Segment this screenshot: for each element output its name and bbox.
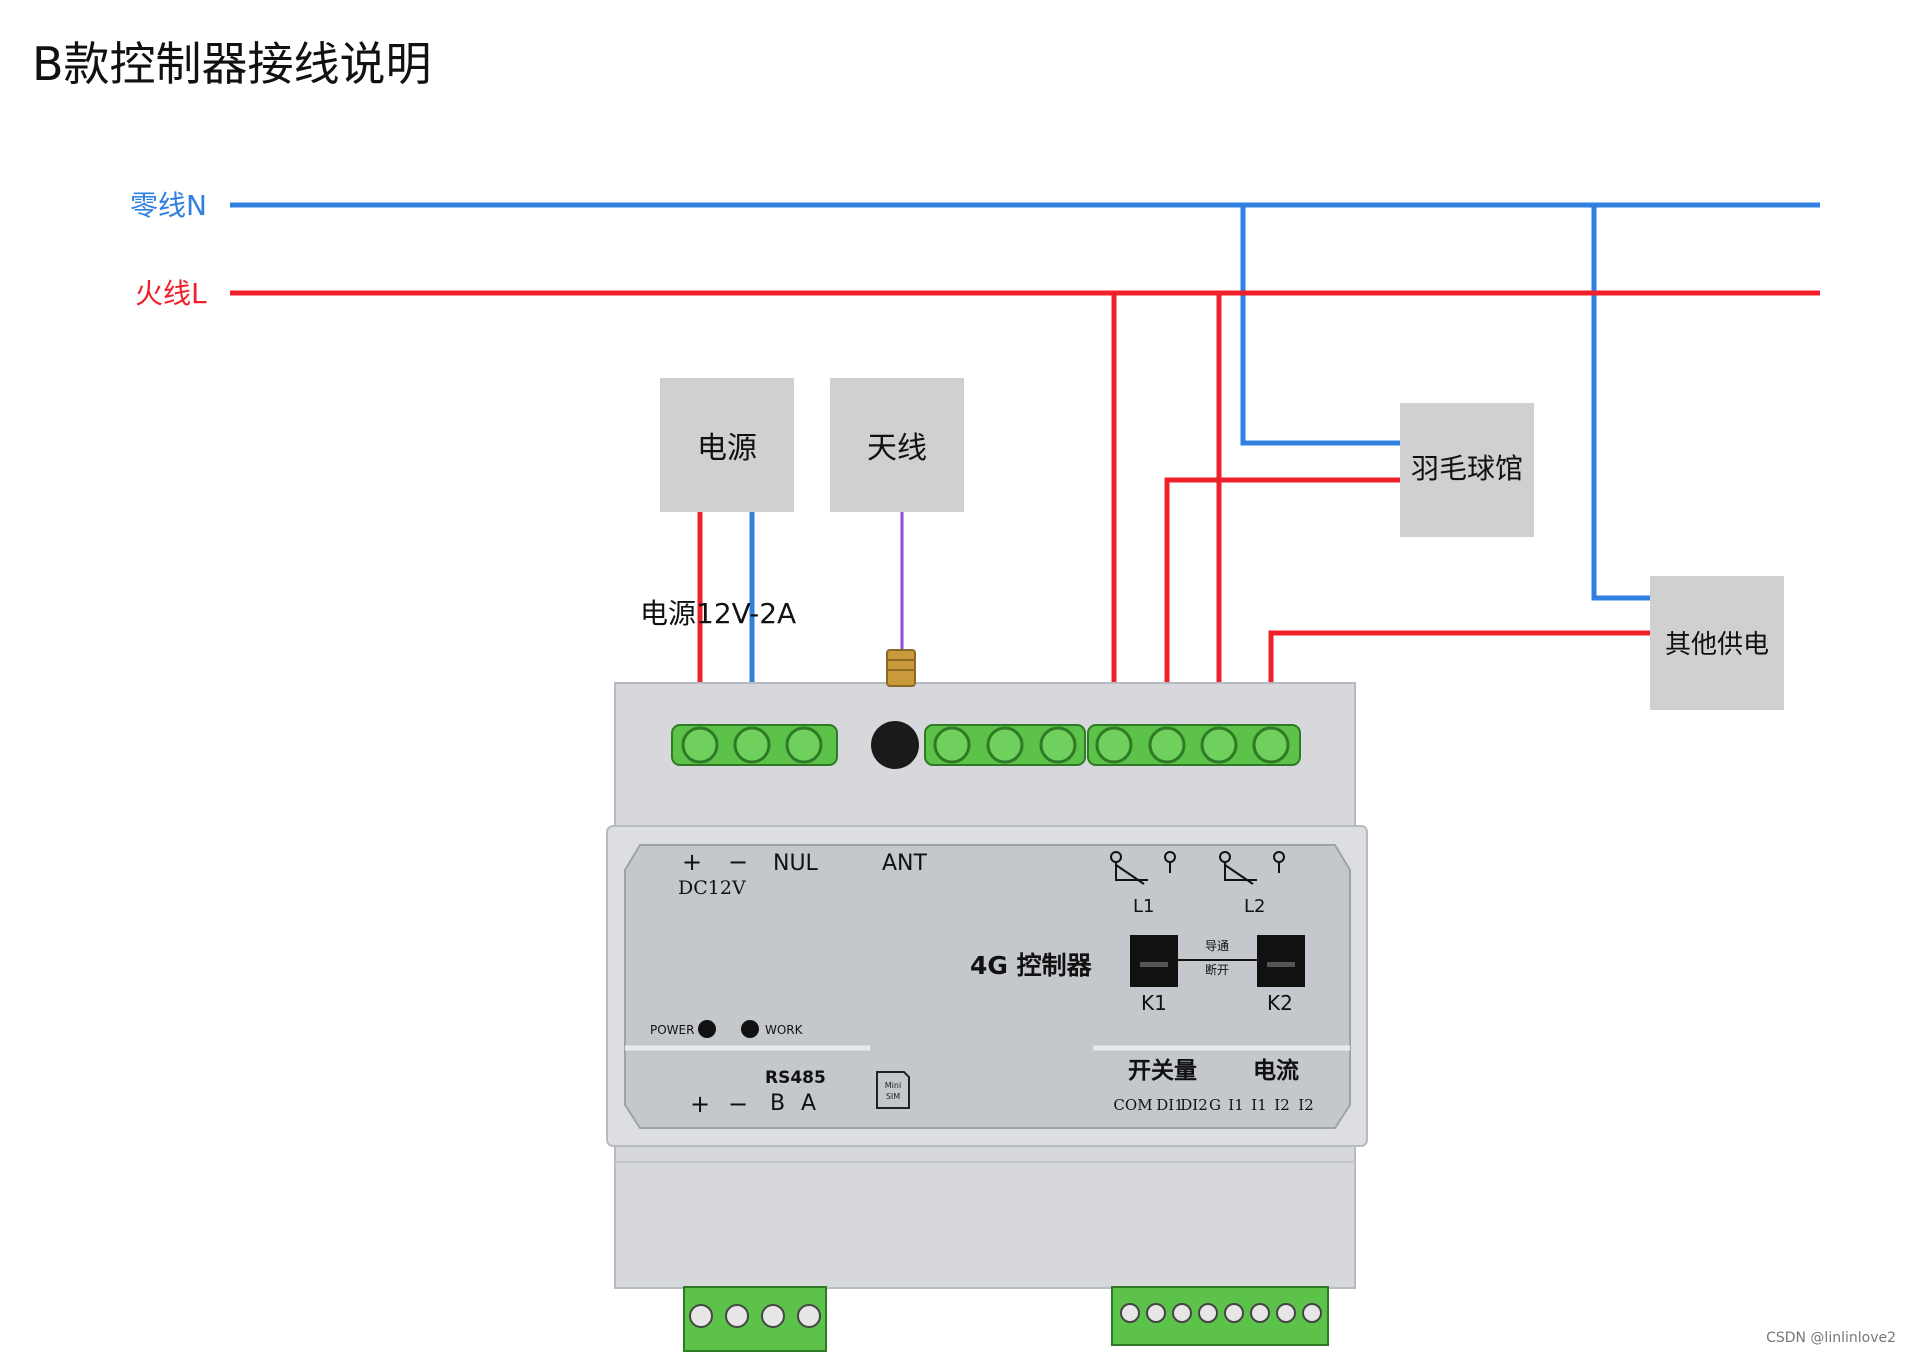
terminal-screw: [689, 1304, 713, 1328]
other-supply-box-label: 其他供电: [1665, 630, 1769, 660]
terminal-screw: [933, 726, 971, 764]
io-terminal-label: I2: [1274, 1096, 1289, 1114]
page-title: B款控制器接线说明: [32, 37, 432, 91]
terminal-screw: [733, 726, 771, 764]
other-supply-box: 其他供电: [1650, 576, 1784, 710]
relay-l2-label: L2: [1244, 896, 1265, 917]
neutral-wires: [230, 202, 1820, 745]
power-led-label: POWER: [650, 1023, 694, 1037]
rs485-plus-label: +: [690, 1090, 710, 1118]
watermark: CSDN @linlinlove2: [1766, 1330, 1896, 1346]
neutral-branch-other: [1591, 205, 1650, 601]
sim-line1: Mini: [885, 1081, 901, 1090]
io-terminal-label: I1: [1228, 1096, 1243, 1114]
terminal-block-relays: [1087, 724, 1301, 766]
badminton-feed-wire: [1164, 477, 1400, 745]
io-terminal-label: I1: [1251, 1096, 1266, 1114]
relay-l2-symbol: [1219, 851, 1285, 885]
terminal-screw: [1198, 1303, 1218, 1323]
power-box-label: 电源: [697, 431, 757, 466]
nul-label: NUL: [773, 851, 819, 876]
neutral-branch-badminton: [1240, 205, 1400, 446]
sma-antenna-connector: [886, 649, 916, 687]
ant-label: ANT: [882, 851, 928, 876]
terminal-screw: [1039, 726, 1077, 764]
terminal-screw: [1146, 1303, 1166, 1323]
rs485-b-label: B: [770, 1091, 785, 1116]
badminton-box: 羽毛球馆: [1400, 403, 1534, 537]
live-wires: [230, 290, 1820, 745]
digital-input-group-label: 开关量: [1128, 1057, 1197, 1084]
badminton-box-label: 羽毛球馆: [1411, 452, 1523, 485]
terminal-block-io: [1111, 1286, 1329, 1346]
terminal-screw: [681, 726, 719, 764]
switch-k2: [1257, 935, 1305, 987]
terminal-screw: [725, 1304, 749, 1328]
io-terminal-label: COM: [1113, 1096, 1152, 1114]
k2-label: K2: [1267, 991, 1293, 1015]
k1-label: K1: [1141, 991, 1167, 1015]
power-box: 电源: [660, 378, 794, 512]
terminal-screw: [1172, 1303, 1192, 1323]
terminal-screw: [761, 1304, 785, 1328]
live-line-label: 火线L: [135, 277, 207, 310]
dc-minus-label: −: [728, 848, 748, 876]
controller-device: + − DC12V NUL ANT L1 L2 4G 控制器 导通 断开 K1 …: [606, 649, 1368, 1352]
dc-plus-label: +: [682, 848, 702, 876]
switch-on-label: 导通: [1205, 939, 1229, 953]
relay-l1-symbol: [1110, 851, 1176, 885]
switch-k1: [1130, 935, 1178, 987]
antenna-box-label: 天线: [867, 431, 927, 466]
terminal-screw: [1252, 726, 1290, 764]
rs485-minus-label: −: [728, 1090, 748, 1118]
power-led: [698, 1020, 716, 1038]
rs485-a-label: A: [801, 1091, 816, 1116]
terminal-screw: [986, 726, 1024, 764]
terminal-screw: [1302, 1303, 1322, 1323]
work-led: [741, 1020, 759, 1038]
current-group-label: 电流: [1253, 1057, 1299, 1084]
rs485-label: RS485: [765, 1068, 826, 1088]
io-terminal-label: DI2: [1180, 1096, 1208, 1114]
terminal-screw: [1276, 1303, 1296, 1323]
terminal-screw: [1200, 726, 1238, 764]
terminal-screw: [785, 726, 823, 764]
relay-l1-label: L1: [1133, 896, 1154, 917]
terminal-screw: [797, 1304, 821, 1328]
antenna-port: [871, 721, 919, 769]
device-label-panel: [624, 844, 1351, 1129]
dc12v-label: DC12V: [678, 877, 746, 899]
terminal-screw: [1095, 726, 1133, 764]
mini-sim-icon: Mini SIM: [876, 1071, 910, 1109]
terminal-screw: [1224, 1303, 1244, 1323]
neutral-line-label: 零线N: [130, 189, 207, 222]
io-terminal-label: DI1: [1156, 1096, 1184, 1114]
io-terminal-label: G: [1209, 1096, 1221, 1114]
terminal-screw: [1250, 1303, 1270, 1323]
device-name: 4G 控制器: [970, 951, 1093, 980]
switch-off-label: 断开: [1205, 962, 1229, 977]
terminal-screw: [1148, 726, 1186, 764]
sim-line2: SIM: [886, 1092, 900, 1101]
terminal-screw: [1120, 1303, 1140, 1323]
work-led-label: WORK: [765, 1023, 804, 1037]
io-terminal-label: I2: [1298, 1096, 1313, 1114]
antenna-box: 天线: [830, 378, 964, 512]
device-bottom-module: [614, 1145, 1356, 1289]
power-spec-note: 电源12V-2A: [640, 597, 796, 630]
